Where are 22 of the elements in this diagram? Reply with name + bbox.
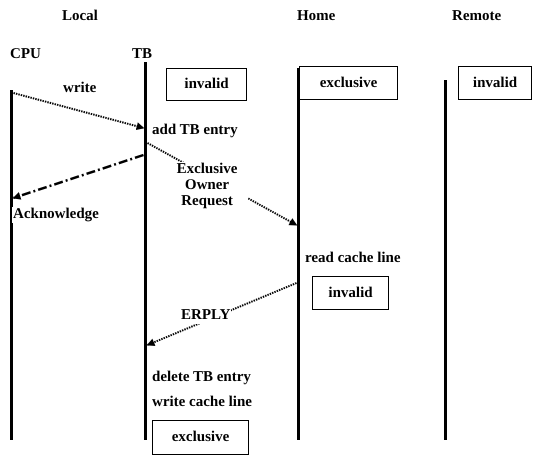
edge-label: ERPLY	[180, 308, 232, 324]
message-arrow	[13, 92, 144, 130]
text-label: add TB entry	[152, 122, 238, 138]
text-label: TB	[132, 46, 152, 62]
lifeline	[444, 80, 447, 440]
text-label: Remote	[452, 8, 502, 24]
lifeline	[297, 68, 300, 440]
text-label: Home	[297, 8, 336, 24]
edge-label: Acknowledge	[12, 207, 100, 223]
state-box: invalid	[312, 276, 389, 310]
state-box: exclusive	[152, 420, 249, 455]
text-label: CPU	[10, 46, 41, 62]
state-box: invalid	[166, 68, 247, 101]
text-label: delete TB entry	[152, 369, 251, 386]
text-label: write cache line	[152, 394, 252, 410]
text-label: Local	[62, 8, 98, 24]
text-label: read cache line	[305, 250, 401, 266]
state-box: invalid	[458, 66, 532, 100]
state-box: exclusive	[299, 66, 398, 100]
lifeline	[10, 90, 13, 440]
message-arrow	[12, 154, 144, 200]
lifeline	[144, 62, 147, 440]
